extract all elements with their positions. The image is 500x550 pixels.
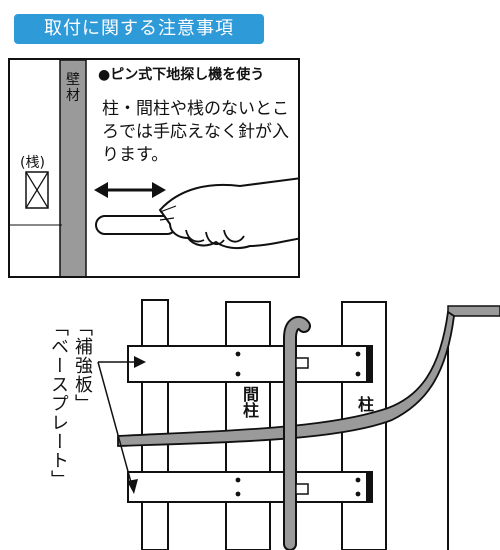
panel-description: 柱・間柱や桟のないところでは手応えなく針が入ります。 xyxy=(102,99,289,165)
handrail-pole xyxy=(285,317,309,549)
left-post xyxy=(141,299,169,550)
label-hashira: 柱 xyxy=(355,396,374,412)
label-reinforcing-board: 「補強板」 xyxy=(72,318,93,413)
arrow-to-board xyxy=(134,356,146,368)
post-hashira xyxy=(341,301,387,550)
pin-detector-illustration xyxy=(10,60,298,276)
section-title: 取付に関する注意事項 xyxy=(14,14,264,44)
pin-detector-panel: ●ピン式下地探し機を使う 壁材 柱・間柱や桟のないところでは手応えなく針が入りま… xyxy=(8,58,300,278)
hand-icon xyxy=(158,177,298,250)
stud-mabashira xyxy=(225,301,271,550)
panel-heading: ●ピン式下地探し機を使う xyxy=(98,67,265,83)
reinforcing-board xyxy=(127,345,373,383)
label-mabashira: 間柱 xyxy=(240,386,259,418)
base-plate xyxy=(127,471,373,503)
wall-material-band xyxy=(59,60,87,276)
stud-label: (桟) xyxy=(20,155,45,171)
arrow-to-plate xyxy=(127,479,138,494)
wall-material-label: 壁材 xyxy=(66,72,80,104)
label-base-plate: 「ベースプレート」 xyxy=(48,318,69,489)
